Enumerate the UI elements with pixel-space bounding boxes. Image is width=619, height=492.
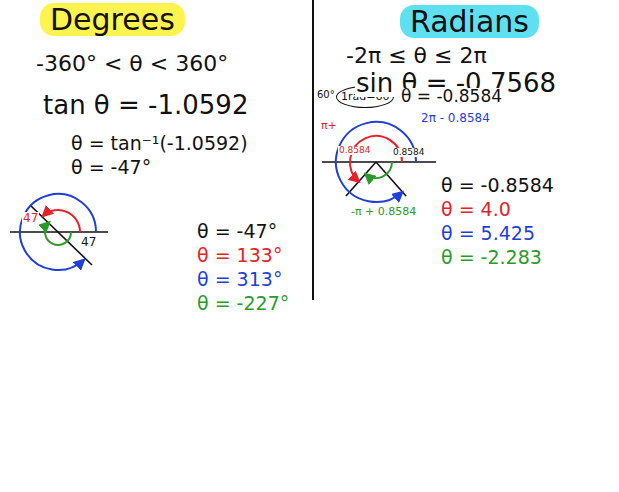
heading-highlight: Radians [400,5,539,38]
angle-arc [350,136,402,182]
note-text: 47 [80,236,97,249]
divider-line [312,0,314,300]
angle-arc [336,122,416,202]
node-text: Degrees [50,2,175,37]
note-text: θ = 4.0 [440,200,512,220]
note-text: θ = -47° [196,222,278,242]
note-text: θ = -227° [196,294,290,314]
note-text: -2π ≤ θ ≤ 2π [345,44,488,67]
note-text: 60° [316,90,336,101]
node-text: Radians [410,4,529,39]
note-text: 0.8584 [338,146,372,155]
terminal-ray [30,205,92,265]
note-text: θ = -0.8584 [400,88,503,106]
note-text: θ = tan⁻¹(-1.0592) [70,134,249,154]
note-text: -360° < θ < 360° [35,52,229,75]
note-text: θ = -2.283 [440,248,543,268]
note-text: θ = 313° [196,270,283,290]
note-text: θ = -0.8584 [440,176,555,196]
angle-arc [43,210,80,232]
note-text: tan θ = -1.0592 [42,92,249,119]
note-text: 47 [22,212,39,225]
note-text: θ = 5.425 [440,224,536,244]
heading-highlight: Degrees [40,3,185,36]
angle-arc [45,222,71,245]
x-axis [322,161,436,163]
note-text: -π + 0.8584 [350,206,417,218]
note-text: 0.8584 [392,148,426,157]
note-text: π+ [320,120,338,132]
note-text: 2π - 0.8584 [420,112,491,125]
angle-arc [366,162,392,178]
angle-arc [20,194,96,270]
note-text: θ = 133° [196,246,283,266]
note-text: θ = -47° [70,158,152,178]
